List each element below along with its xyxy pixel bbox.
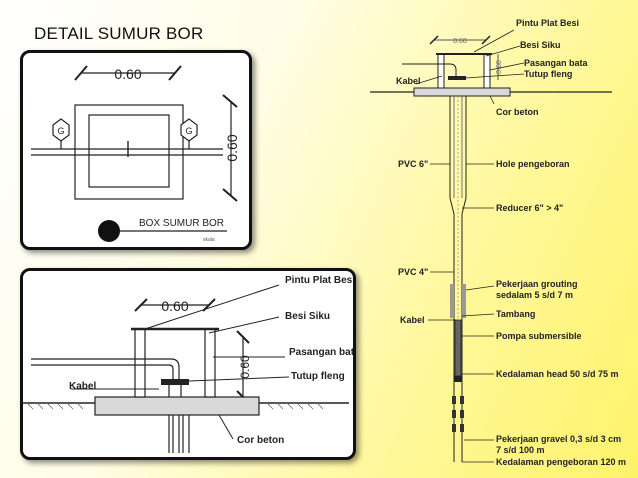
dim-label-side: 0.60	[238, 355, 252, 379]
label-kabel-2: Kabel	[400, 315, 425, 325]
label-besi-siku: Besi Siku	[285, 311, 330, 322]
label-hole-pengeboran: Hole pengeboran	[496, 159, 570, 169]
label-tutup-fleng: Tutup fleng	[291, 371, 345, 382]
dim-tick	[168, 65, 182, 81]
label-pvc-4: PVC 4"	[398, 267, 428, 277]
dim-label-side: 0.60	[224, 134, 240, 161]
label-pvc-6: PVC 6"	[398, 159, 428, 169]
dim-tick	[222, 94, 238, 108]
box-plan-drawing: 0.60 0.60 G G	[31, 65, 240, 243]
box-outer	[74, 104, 184, 200]
dim-tick	[236, 330, 250, 344]
ground-hatch	[26, 402, 324, 410]
label-pasangan-bata: Pasangan bata	[289, 347, 353, 358]
svg-text:G: G	[57, 126, 64, 136]
slide-title: DETAIL SUMUR BOR	[34, 24, 204, 43]
leader-line	[144, 284, 280, 330]
caption-sub: skala	[203, 237, 215, 243]
grouting-zone	[450, 284, 454, 318]
well-section-drawing: 0.60 0.60	[370, 18, 626, 467]
leader-line	[188, 376, 290, 382]
dim-label-top: 0.60	[161, 298, 188, 314]
pipe-elbow	[31, 358, 180, 379]
label-kedalaman-pengeboran: Kedalaman pengeboran 120 m	[496, 457, 626, 467]
gauge-left-icon: G	[52, 118, 70, 149]
flange	[448, 76, 466, 80]
label-gravel: Pekerjaan gravel 0,3 s/d 3 cm	[496, 434, 621, 444]
label-pasangan-bata: Pasangan bata	[524, 58, 589, 68]
gravel-pack	[452, 396, 456, 404]
box-section-drawing: 0.60 0.60	[23, 275, 360, 453]
label-cor-beton: Cor beton	[496, 107, 539, 117]
leader-line	[208, 316, 280, 334]
brick-wall-right	[204, 328, 216, 398]
leader-line	[218, 414, 234, 440]
svg-text:G: G	[185, 126, 192, 136]
brick-wall-left	[437, 53, 445, 89]
gauge-right-icon: G	[180, 118, 198, 149]
leader-lines	[461, 29, 525, 463]
leader-lines-left	[415, 75, 456, 321]
box-inner	[88, 114, 170, 188]
label-reducer: Reducer 6" > 4"	[496, 203, 563, 213]
dim-label-top: 0.60	[114, 66, 141, 82]
label-kabel: Kabel	[69, 381, 96, 392]
dim-tick	[222, 188, 238, 202]
pump-body	[454, 319, 462, 377]
label-pintu-plat-besi: Pintu Plat Besi	[516, 18, 579, 28]
box-plan-panel: 0.60 0.60 G G	[20, 50, 252, 250]
label-gravel-depth: 7 s/d 100 m	[496, 445, 545, 455]
concrete-slab	[413, 87, 511, 97]
caption-bullet-icon	[98, 220, 120, 242]
reducer	[449, 197, 467, 215]
dim-tick	[134, 298, 148, 312]
dim-label-side: 0.60	[496, 60, 503, 74]
brick-wall-left	[134, 328, 146, 398]
label-pompa: Pompa submersible	[496, 331, 582, 341]
box-section-panel: 0.60 0.60	[20, 268, 360, 460]
label-kabel: Kabel	[396, 76, 421, 86]
label-tutup-fleng: Tutup fleng	[524, 69, 572, 79]
label-cor-beton: Cor beton	[237, 435, 284, 446]
label-grouting-depth: sedalam 5 s/d 7 m	[496, 290, 573, 300]
label-kedalaman-head: Kedalaman head 50 s/d 75 m	[496, 369, 619, 379]
label-grouting: Pekerjaan grouting	[496, 279, 578, 289]
label-besi-siku: Besi Siku	[520, 40, 561, 50]
pipe-elbow	[31, 364, 174, 379]
concrete-slab	[94, 396, 260, 416]
caption-text: BOX SUMUR BOR	[139, 218, 224, 229]
dim-tick	[74, 65, 88, 81]
label-pintu-plat-besi: Pintu Plat Besi	[285, 275, 353, 286]
brick-wall-right	[483, 53, 491, 89]
label-tambang: Tambang	[496, 309, 535, 319]
dim-label-top: 0.60	[453, 38, 467, 45]
flange	[161, 379, 189, 385]
